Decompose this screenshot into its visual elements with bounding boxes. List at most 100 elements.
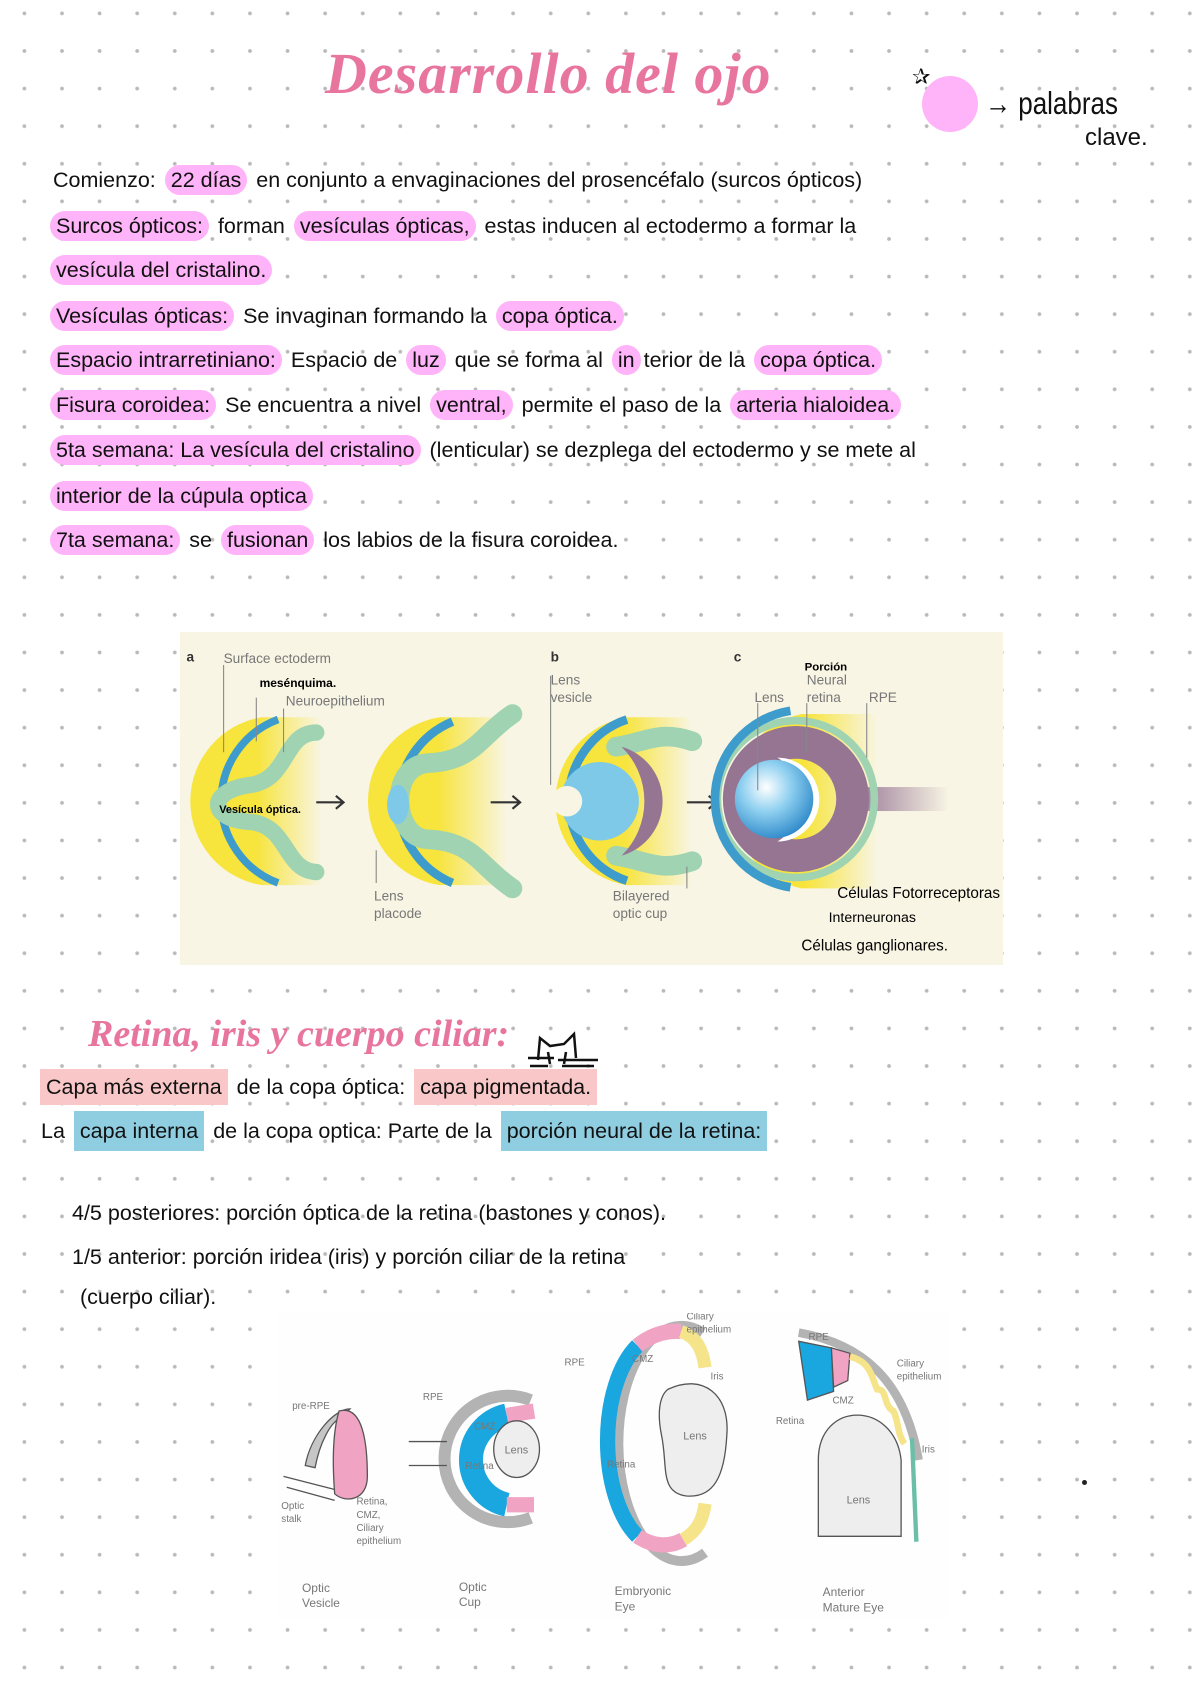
eye-development-diagram: a Surface ectoderm mesénquima. Neuroepit… [187,650,1001,955]
label-lens-vesicle-2: vesicle [551,690,593,705]
label-cup-retina: Retina [465,1461,494,1472]
note-text: Se encuentra a nivel [219,393,428,417]
label-cup-lens: Lens [505,1445,529,1457]
note-porcion: Porción [805,661,848,673]
highlighted-keyword: fusionan [220,525,315,555]
caption-embryonic-2: Eye [615,1599,636,1613]
note-text: en conjunto a envaginaciones del prosenc… [250,168,863,192]
bullet-line: 1/5 anterior: porción iridea (iris) y po… [72,1245,626,1269]
label-emb-ciliary-2: epithelium [687,1325,732,1336]
label-retina-cmz-3: Ciliary [356,1523,383,1534]
label-mat-ciliary-2: epithelium [897,1371,942,1382]
label-cup-rpe: RPE [423,1392,444,1403]
label-surface-ectoderm: Surface ectoderm [224,651,331,666]
highlighted-keyword: 22 días [164,165,248,195]
note-mesenquima: mesénquima. [260,676,337,690]
highlighted-keyword: Vesículas ópticas: [50,301,235,331]
label-retina-cmz-4: epithelium [356,1536,401,1547]
bullet-line: (cuerpo ciliar). [80,1285,217,1309]
label-lens-vesicle-1: Lens [551,673,581,688]
label-emb-cmz: CMZ [632,1354,653,1365]
highlighted-keyword: porción neural de la retina: [500,1111,768,1151]
note-text: estas inducen al ectodermo a formar la [478,214,857,238]
panel-label-b: b [551,650,559,665]
cat-doodle-icon [528,1031,598,1068]
caption-optic-cup-2: Cup [459,1595,481,1609]
note-vesicula-optica: Vesícula óptica. [219,804,301,816]
stage-a-optic-vesicle [190,715,346,887]
highlighted-keyword: capa pigmentada. [414,1069,598,1105]
legend-label: → palabras [985,87,1118,118]
highlighted-keyword: Fisura coroidea: [50,390,217,420]
note-line: interior de la cúpula optica [50,479,313,513]
label-lens-placode-1: Lens [374,888,404,903]
mature-eye-drawing [797,1328,923,1542]
leader-lines [223,664,868,889]
label-mat-cmz: CMZ [832,1395,853,1406]
note-line: Fisura coroidea: Se encuentra a nivel ve… [50,388,902,422]
note-text: terior de la [643,348,752,372]
keyword-color-swatch [922,76,978,132]
note-line: Capa más externa de la copa óptica: capa… [40,1069,598,1105]
note-text: se [183,528,218,552]
highlighted-keyword: vesícula del cristalino. [50,255,273,285]
note-line: 7ta semana: se fusionan los labios de la… [50,523,621,557]
figure-eye-development: a Surface ectoderm mesénquima. Neuroepit… [180,632,1003,965]
label-optic-stalk-1: Optic [281,1501,304,1512]
highlighted-keyword: Capa más externa [40,1069,228,1105]
label-cup-cmz: CMZ [474,1422,495,1433]
note-text: forman [211,214,291,238]
embryonic-eye-drawing [599,1320,728,1566]
note-line: vesícula del cristalino. [50,253,273,287]
bullet-line: 4/5 posteriores: porción óptica de la re… [72,1201,666,1225]
caption-optic-cup-1: Optic [459,1580,487,1594]
label-emb-lens: Lens [683,1430,707,1442]
label-mat-iris: Iris [922,1444,935,1455]
label-mat-ciliary-1: Ciliary [897,1358,924,1369]
optic-cup-drawing [408,1389,541,1529]
highlighted-keyword: 5ta semana: La vesícula del cristalino [50,435,421,465]
highlighted-keyword: luz [406,345,446,375]
caption-mature-2: Mature Eye [823,1600,885,1614]
note-line: Comienzo: 22 días en conjunto a envagina… [50,163,865,197]
label-bilayered-1: Bilayered [613,888,670,903]
highlighted-keyword: ventral, [430,390,513,420]
label-neural-retina-2: retina [807,690,841,705]
label-emb-rpe: RPE [565,1357,586,1368]
note-text: de la copa optica: Parte de la [207,1119,498,1143]
label-emb-ciliary-1: Ciliary [687,1313,714,1323]
note-line: La capa interna de la copa optica: Parte… [38,1111,768,1151]
note-text: Espacio de [284,348,404,372]
highlighted-keyword: interior de la cúpula optica [50,481,313,511]
note-interneuronas: Interneuronas [829,910,916,926]
legend-label-2: clave. [1085,124,1148,151]
label-pre-rpe: pre-RPE [292,1401,330,1412]
note-line: Espacio intrarretiniano: Espacio de luz … [50,343,883,377]
note-text: los labios de la fisura coroidea. [317,528,619,552]
panel-label-a: a [187,650,195,665]
note-text: Comienzo: [53,168,162,192]
stray-dot [1082,1480,1087,1485]
stage-b-optic-cup [551,715,718,886]
note-ganglionares: Células ganglionares. [801,938,948,955]
highlighted-keyword: copa óptica. [754,345,883,375]
note-line: Vesículas ópticas: Se invaginan formando… [50,299,624,333]
highlighted-keyword: copa óptica. [495,301,624,331]
label-lens-placode-2: placode [374,906,422,921]
caption-optic-vesicle-2: Vesicle [302,1596,340,1610]
note-text: Se invaginan formando la [237,304,493,328]
label-emb-iris: Iris [710,1371,723,1382]
label-optic-stalk-2: stalk [281,1514,301,1525]
caption-mature-1: Anterior [823,1585,865,1599]
retina-development-diagram: pre-RPE Optic stalk Retina, CMZ, Ciliary… [281,1312,942,1615]
highlighted-keyword: in [611,345,641,375]
caption-embryonic-1: Embryonic [615,1584,672,1598]
label-bilayered-2: optic cup [613,906,667,921]
label-lens: Lens [754,690,784,705]
star-icon: ✰ [912,64,931,89]
arrow-icon: → [985,85,1011,121]
label-neural-retina-1: Neural [807,673,847,688]
label-emb-retina: Retina [607,1460,636,1471]
highlighted-keyword: Espacio intrarretiniano: [50,345,282,375]
label-neuroepithelium: Neuroepithelium [286,693,385,708]
